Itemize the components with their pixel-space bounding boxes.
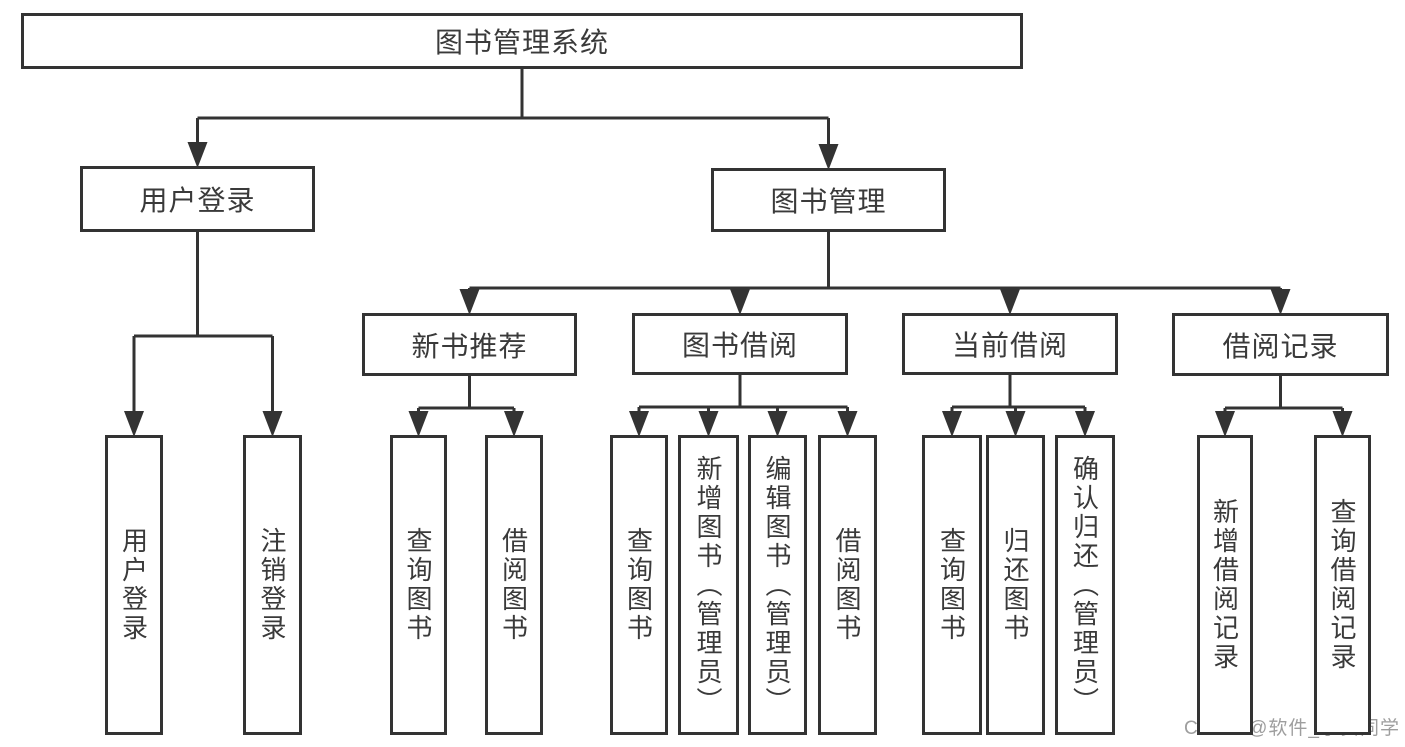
arrowhead-icon	[187, 142, 208, 168]
node-borrow-records: 借阅记录	[1172, 313, 1389, 376]
node-new-book-rec: 新书推荐	[362, 313, 577, 376]
arrowhead-icon	[459, 289, 480, 315]
node-leaf-logout: 注销登录	[243, 435, 302, 735]
arrowhead-icon	[1000, 289, 1020, 315]
node-label: 借阅图书	[832, 527, 862, 643]
arrowhead-icon	[730, 289, 750, 315]
node-book-borrow: 图书借阅	[632, 313, 848, 375]
node-user-login: 用户登录	[80, 166, 315, 232]
node-label: 查询借阅记录	[1327, 498, 1357, 672]
arrowhead-icon	[1005, 411, 1026, 437]
arrowhead-icon	[698, 411, 719, 437]
arrowhead-icon	[408, 411, 429, 437]
node-root: 图书管理系统	[21, 13, 1023, 69]
node-current-borrow: 当前借阅	[902, 313, 1118, 375]
node-label: 归还图书	[1000, 527, 1030, 643]
node-book-mgmt: 图书管理	[711, 168, 946, 232]
node-label: 查询图书	[623, 527, 654, 643]
node-label: 用户登录	[118, 527, 149, 643]
node-label: 新书推荐	[411, 330, 528, 362]
arrowhead-icon	[1270, 289, 1291, 315]
node-label: 图书借阅	[681, 330, 798, 361]
arrowhead-icon	[837, 411, 858, 437]
node-label: 确认归还（管理员）	[1069, 454, 1100, 716]
node-leaf-edit-book-admin: 编辑图书（管理员）	[748, 435, 807, 735]
node-label: 查询图书	[403, 527, 433, 643]
node-leaf-confirm-return: 确认归还（管理员）	[1055, 435, 1115, 735]
arrowhead-icon	[942, 411, 962, 437]
node-label: 用户登录	[139, 185, 256, 216]
arrowhead-icon	[1215, 411, 1235, 437]
node-leaf-return-book: 归还图书	[986, 435, 1045, 735]
node-label: 注销登录	[257, 527, 287, 643]
arrowhead-icon	[504, 411, 524, 437]
node-leaf-user-login: 用户登录	[105, 435, 163, 735]
node-label: 借阅记录	[1222, 330, 1339, 362]
arrowhead-icon	[262, 411, 283, 437]
node-leaf-add-record: 新增借阅记录	[1197, 435, 1253, 735]
arrowhead-icon	[1075, 411, 1095, 437]
node-label: 新增借阅记录	[1209, 498, 1240, 672]
node-leaf-query-book-2: 查询图书	[610, 435, 668, 735]
arrowhead-icon	[629, 411, 649, 437]
node-label: 图书管理系统	[434, 27, 609, 58]
arrowhead-icon	[1332, 411, 1353, 437]
node-leaf-borrow-book-1: 借阅图书	[485, 435, 543, 735]
arrowhead-icon	[767, 411, 788, 437]
arrowhead-icon	[818, 144, 839, 170]
node-leaf-add-book-admin: 新增图书（管理员）	[678, 435, 739, 735]
node-label: 图书管理	[770, 186, 887, 217]
node-leaf-query-book-1: 查询图书	[390, 435, 447, 735]
node-label: 查询图书	[936, 527, 967, 643]
node-label: 当前借阅	[951, 330, 1068, 361]
node-label: 借阅图书	[498, 527, 529, 643]
node-label: 编辑图书（管理员）	[762, 454, 792, 716]
node-leaf-query-book-3: 查询图书	[922, 435, 982, 735]
node-label: 新增图书（管理员）	[693, 454, 723, 716]
node-leaf-borrow-book-2: 借阅图书	[818, 435, 877, 735]
arrowhead-icon	[124, 411, 144, 437]
node-leaf-query-record: 查询借阅记录	[1314, 435, 1371, 735]
